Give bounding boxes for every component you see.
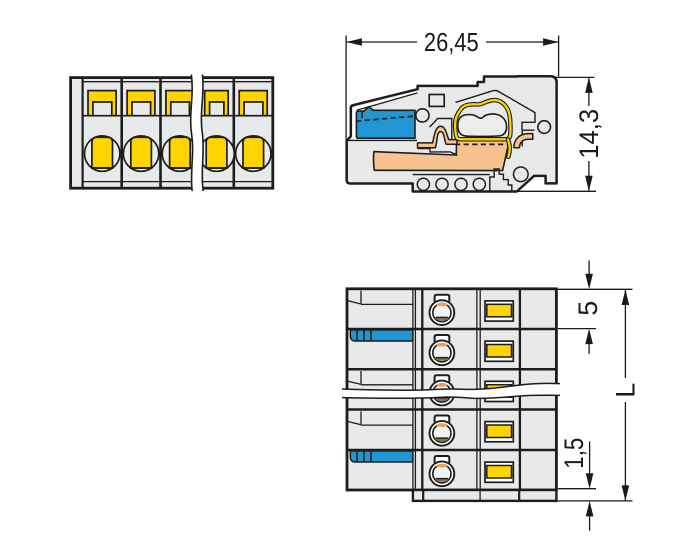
svg-text:26,45: 26,45 (424, 27, 479, 57)
svg-text:L: L (610, 383, 640, 398)
svg-text:5: 5 (573, 301, 603, 316)
svg-text:1,5: 1,5 (559, 438, 589, 469)
svg-text:14,3: 14,3 (574, 109, 604, 159)
